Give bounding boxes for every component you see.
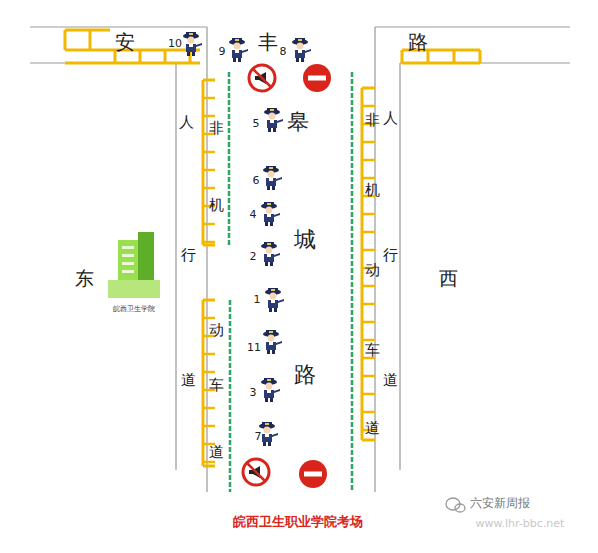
callout-number: 10 (168, 38, 182, 50)
lane-name: 动 (365, 262, 380, 279)
parking-tick (203, 353, 215, 356)
callout-number: 5 (253, 118, 260, 130)
parking-tick (203, 97, 215, 100)
lane-name: 动 (209, 322, 224, 339)
road-name: 丰 (258, 31, 278, 53)
parking-tick (362, 213, 375, 216)
callout-number: 7 (255, 431, 262, 443)
lane-name: 非 (365, 112, 380, 129)
parking-tick (362, 177, 375, 180)
lane-name: 人 (179, 114, 194, 131)
caption: 皖西卫生职业学院考场 (233, 515, 363, 529)
parking-tick (203, 187, 215, 190)
parking-tick (203, 407, 215, 410)
lane-name: 非 (209, 120, 224, 137)
lane-name: 车 (365, 342, 380, 359)
parking-tick (362, 141, 375, 144)
callout-number: 8 (280, 46, 287, 58)
road-name: 路 (294, 363, 316, 387)
watermark: www.lhr-bbc.net (476, 518, 565, 530)
road-name: 城 (294, 228, 316, 252)
lane-name: 车 (209, 377, 224, 394)
callout-number: 3 (250, 387, 257, 399)
parking-tick (203, 317, 215, 320)
lane-name: 行 (383, 247, 398, 264)
road-name: 路 (408, 31, 428, 53)
callout-number: 2 (250, 251, 257, 263)
parking-tick (203, 151, 215, 154)
parking-tick (203, 115, 215, 118)
lane-name: 机 (209, 197, 224, 214)
parking-tick (203, 425, 215, 428)
watermark: 六安新周报 (470, 497, 530, 510)
parking-tick (203, 169, 215, 172)
callout-number: 4 (250, 209, 257, 221)
building-name: 皖西卫生学院 (113, 306, 155, 314)
parking-tick (362, 249, 375, 252)
lane-name: 道 (209, 444, 224, 461)
lane-name: 道 (365, 420, 380, 437)
callout-number: 9 (219, 46, 226, 58)
direction-label: 西 (439, 268, 458, 289)
parking-tick (203, 461, 215, 464)
lane-name: 道 (383, 372, 398, 389)
parking-tick (362, 159, 375, 162)
lane-name: 行 (181, 247, 196, 264)
callout-number: 11 (247, 342, 261, 354)
parking-tick (362, 303, 375, 306)
lane-name: 人 (383, 110, 398, 127)
lane-name: 机 (365, 182, 380, 199)
callout-number: 1 (254, 294, 261, 306)
road-name: 安 (115, 31, 135, 53)
callout-number: 6 (253, 175, 260, 187)
parking-tick (362, 375, 375, 378)
parking-tick (362, 285, 375, 288)
parking-tick (362, 411, 375, 414)
parking-tick (362, 321, 375, 324)
lane-name: 道 (181, 372, 196, 389)
road-name: 皋 (287, 110, 309, 134)
parking-tick (203, 223, 215, 226)
parking-tick (203, 371, 215, 374)
direction-label: 东 (75, 268, 94, 289)
parking-tick (362, 231, 375, 234)
parking-tick (362, 105, 375, 108)
parking-tick (362, 393, 375, 396)
parking-tick (203, 241, 215, 244)
